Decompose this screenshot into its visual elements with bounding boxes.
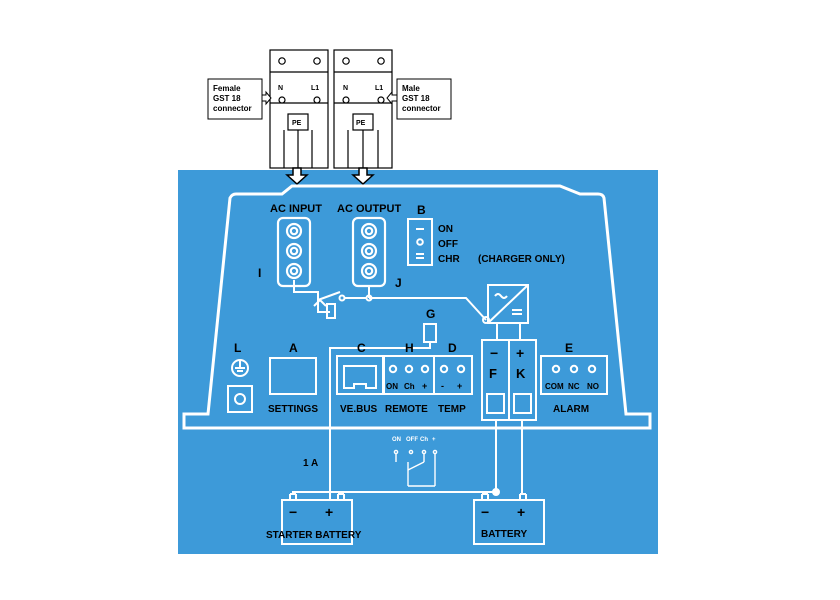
label-g: G [426, 307, 435, 321]
device-outline [182, 184, 652, 430]
remote-label: REMOTE [385, 404, 428, 415]
label-b: B [417, 203, 426, 217]
remote-terminal [383, 355, 435, 395]
battery-minus: − [481, 504, 489, 520]
terminal-k-screw [513, 393, 532, 414]
label-c: C [357, 341, 366, 355]
female-connector-screw [313, 96, 321, 104]
ac-relay-wiring [293, 280, 487, 321]
label-d: D [448, 341, 457, 355]
label-j: J [395, 276, 402, 290]
svg-text:GST 18: GST 18 [402, 94, 430, 103]
ac-input-label: AC INPUT [270, 203, 322, 215]
switch-chr-label: CHR [438, 254, 460, 265]
male-connector-screw [377, 96, 385, 104]
remote-ch-label: Ch [404, 382, 415, 391]
ac-output-label: AC OUTPUT [337, 203, 401, 215]
ground-terminal [227, 359, 253, 413]
charger-only-label: (CHARGER ONLY) [478, 254, 565, 265]
temp-plus-label: + [457, 381, 462, 391]
alarm-label: ALARM [553, 404, 589, 415]
terminal-f-screw [486, 393, 505, 414]
mode-switch [407, 218, 433, 266]
house-battery [473, 493, 545, 545]
terminal-k-plus: + [516, 345, 524, 361]
switch-off-label: OFF [438, 239, 458, 250]
settings-label: SETTINGS [268, 404, 318, 415]
svg-text:GST 18: GST 18 [213, 94, 241, 103]
vebus-label: VE.BUS [340, 404, 378, 415]
female-n-label: N [278, 85, 283, 92]
terminal-f-minus: − [490, 345, 498, 361]
battery-plus: + [517, 504, 525, 520]
female-pe-label: PE [292, 120, 302, 127]
arrow-right-icon [261, 90, 272, 106]
female-connector-screw [278, 57, 286, 65]
temp-label: TEMP [438, 404, 466, 415]
label-k: K [516, 366, 526, 381]
female-connector-screw [278, 96, 286, 104]
alarm-terminal [540, 355, 608, 395]
alarm-no-label: NO [587, 382, 599, 391]
male-connector-screw [342, 96, 350, 104]
male-connector-screw [377, 57, 385, 65]
label-i: I [258, 266, 261, 280]
female-connector-screw [313, 57, 321, 65]
starter-battery-label: STARTER BATTERY [266, 530, 362, 541]
male-pe-label: PE [356, 120, 366, 127]
svg-text:connector: connector [213, 104, 252, 113]
lower-ch-label: Ch [420, 437, 428, 443]
male-gst18-connector [333, 49, 393, 169]
dc-terminals [481, 323, 537, 421]
lower-on-label: ON [392, 437, 401, 443]
blue-panel [178, 170, 658, 554]
dc-wiring [292, 420, 523, 496]
label-h: H [405, 341, 414, 355]
arrow-down-icon [285, 167, 309, 186]
remote-plus-label: + [422, 381, 427, 391]
temp-terminal [433, 355, 473, 395]
male-l1-label: L1 [375, 85, 383, 92]
svg-text:Male: Male [402, 84, 420, 93]
alarm-com-label: COM [545, 382, 564, 391]
svg-text:Female: Female [213, 84, 241, 93]
starter-minus: − [289, 504, 297, 520]
female-l1-label: L1 [311, 85, 319, 92]
male-connector-screw [342, 57, 350, 65]
label-a: A [289, 341, 298, 355]
arrow-left-icon [386, 90, 398, 106]
battery-label: BATTERY [481, 529, 527, 540]
starter-plus: + [325, 504, 333, 520]
label-l: L [234, 341, 241, 355]
female-connector-callout: Female GST 18 connector [207, 78, 272, 120]
lower-off-label: OFF [406, 437, 418, 443]
ac-input-terminal [276, 216, 312, 288]
remote-switch-wiring [393, 449, 438, 487]
svg-text:connector: connector [402, 104, 441, 113]
lower-plus-label: + [432, 437, 436, 443]
female-connector-body [269, 49, 329, 169]
temp-minus-label: - [441, 381, 444, 391]
fuse-1a-label: 1 A [303, 458, 318, 469]
male-n-label: N [343, 85, 348, 92]
label-e: E [565, 341, 573, 355]
arrow-down-icon [351, 167, 375, 186]
starter-positive-wire [329, 342, 431, 500]
converter-symbol [482, 284, 529, 324]
settings-port [269, 357, 317, 395]
male-connector-callout: Male GST 18 connector [386, 78, 452, 120]
female-gst18-connector [269, 49, 329, 169]
remote-on-label: ON [386, 382, 398, 391]
alarm-nc-label: NC [568, 382, 580, 391]
label-f: F [489, 366, 497, 381]
switch-on-label: ON [438, 224, 453, 235]
